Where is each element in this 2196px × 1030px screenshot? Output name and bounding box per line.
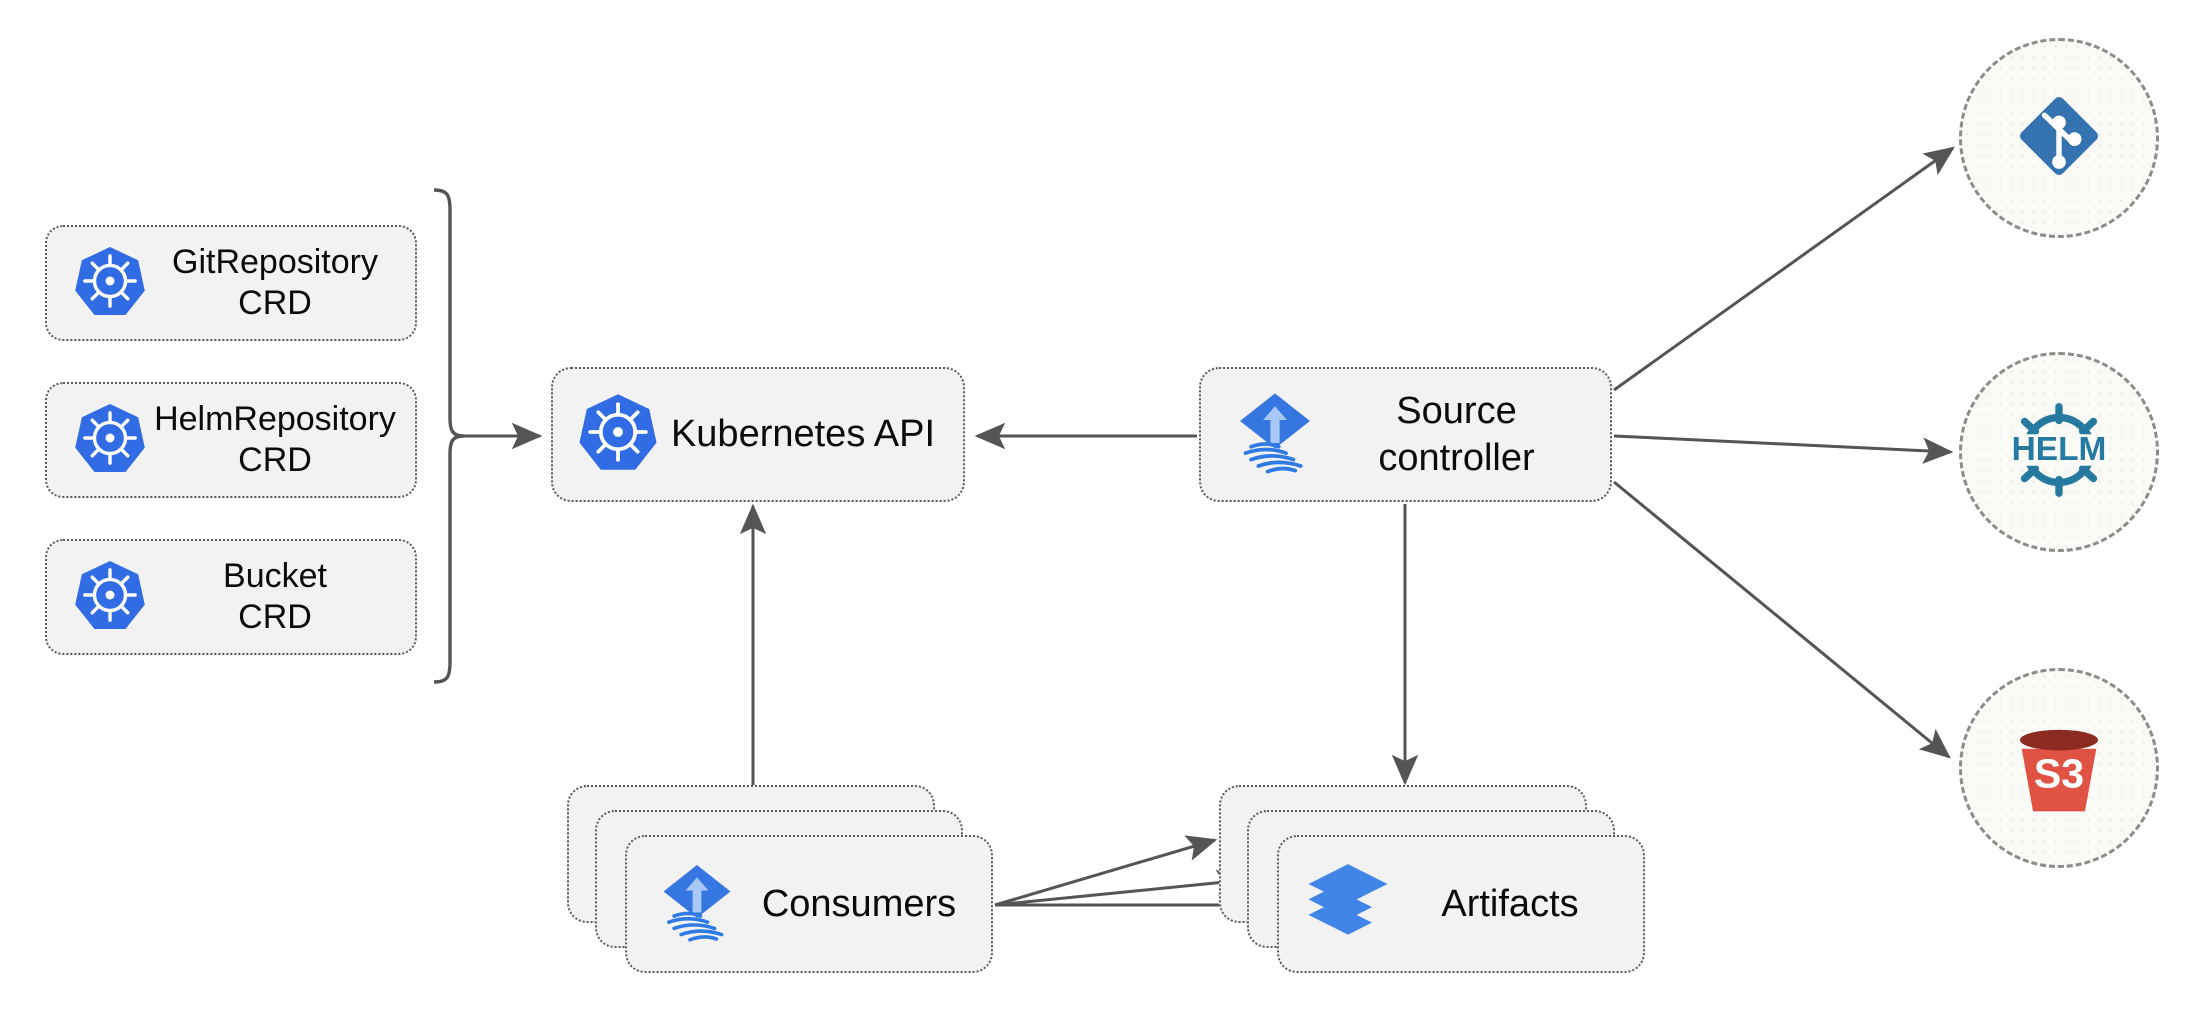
card-label: HelmRepository CRD bbox=[154, 399, 396, 479]
kubernetes-icon bbox=[73, 558, 147, 637]
node-consumers[interactable]: Consumers bbox=[567, 785, 997, 985]
node-label: Consumers bbox=[761, 882, 957, 925]
layers-icon bbox=[1305, 859, 1391, 950]
edge-consumers-to-artifacts-2 bbox=[994, 869, 1248, 907]
stack-sheet-front[interactable]: Consumers bbox=[625, 835, 993, 973]
edge-consumers-to-artifacts-1 bbox=[994, 835, 1218, 907]
stack-sheet-front[interactable]: Artifacts bbox=[1277, 835, 1645, 973]
flux-icon bbox=[1229, 386, 1321, 483]
s3-label: S3 bbox=[2034, 750, 2084, 796]
source-helm[interactable]: HELM bbox=[1959, 352, 2159, 552]
card-helmrepository-crd[interactable]: HelmRepository CRD bbox=[45, 382, 417, 498]
node-artifacts[interactable]: Artifacts bbox=[1219, 785, 1649, 985]
helm-icon: HELM bbox=[2000, 391, 2118, 514]
node-label: Kubernetes API bbox=[670, 413, 936, 456]
card-gitrepository-crd[interactable]: GitRepository CRD bbox=[45, 225, 417, 341]
crd-group-brace bbox=[433, 188, 465, 684]
node-source-controller[interactable]: Source controller bbox=[1199, 367, 1612, 502]
source-s3[interactable]: S3 bbox=[1959, 668, 2159, 868]
flux-icon bbox=[653, 858, 741, 951]
edge-source-to-helm bbox=[1613, 434, 1954, 464]
edge-source-to-git bbox=[1613, 146, 1955, 392]
node-label: Source controller bbox=[1378, 390, 1535, 479]
s3-icon: S3 bbox=[2005, 712, 2113, 825]
helm-label: HELM bbox=[2012, 430, 2107, 467]
card-label: GitRepository CRD bbox=[172, 242, 378, 322]
kubernetes-icon bbox=[73, 401, 147, 480]
card-bucket-crd[interactable]: Bucket CRD bbox=[45, 539, 417, 655]
source-git[interactable] bbox=[1959, 38, 2159, 238]
card-label: Bucket CRD bbox=[223, 556, 327, 636]
edge-source-to-s3 bbox=[1613, 480, 1951, 759]
git-icon bbox=[2007, 84, 2111, 193]
node-kubernetes-api[interactable]: Kubernetes API bbox=[551, 367, 965, 502]
node-label: Artifacts bbox=[1441, 882, 1579, 925]
kubernetes-icon bbox=[73, 244, 147, 323]
kubernetes-icon bbox=[577, 391, 659, 478]
